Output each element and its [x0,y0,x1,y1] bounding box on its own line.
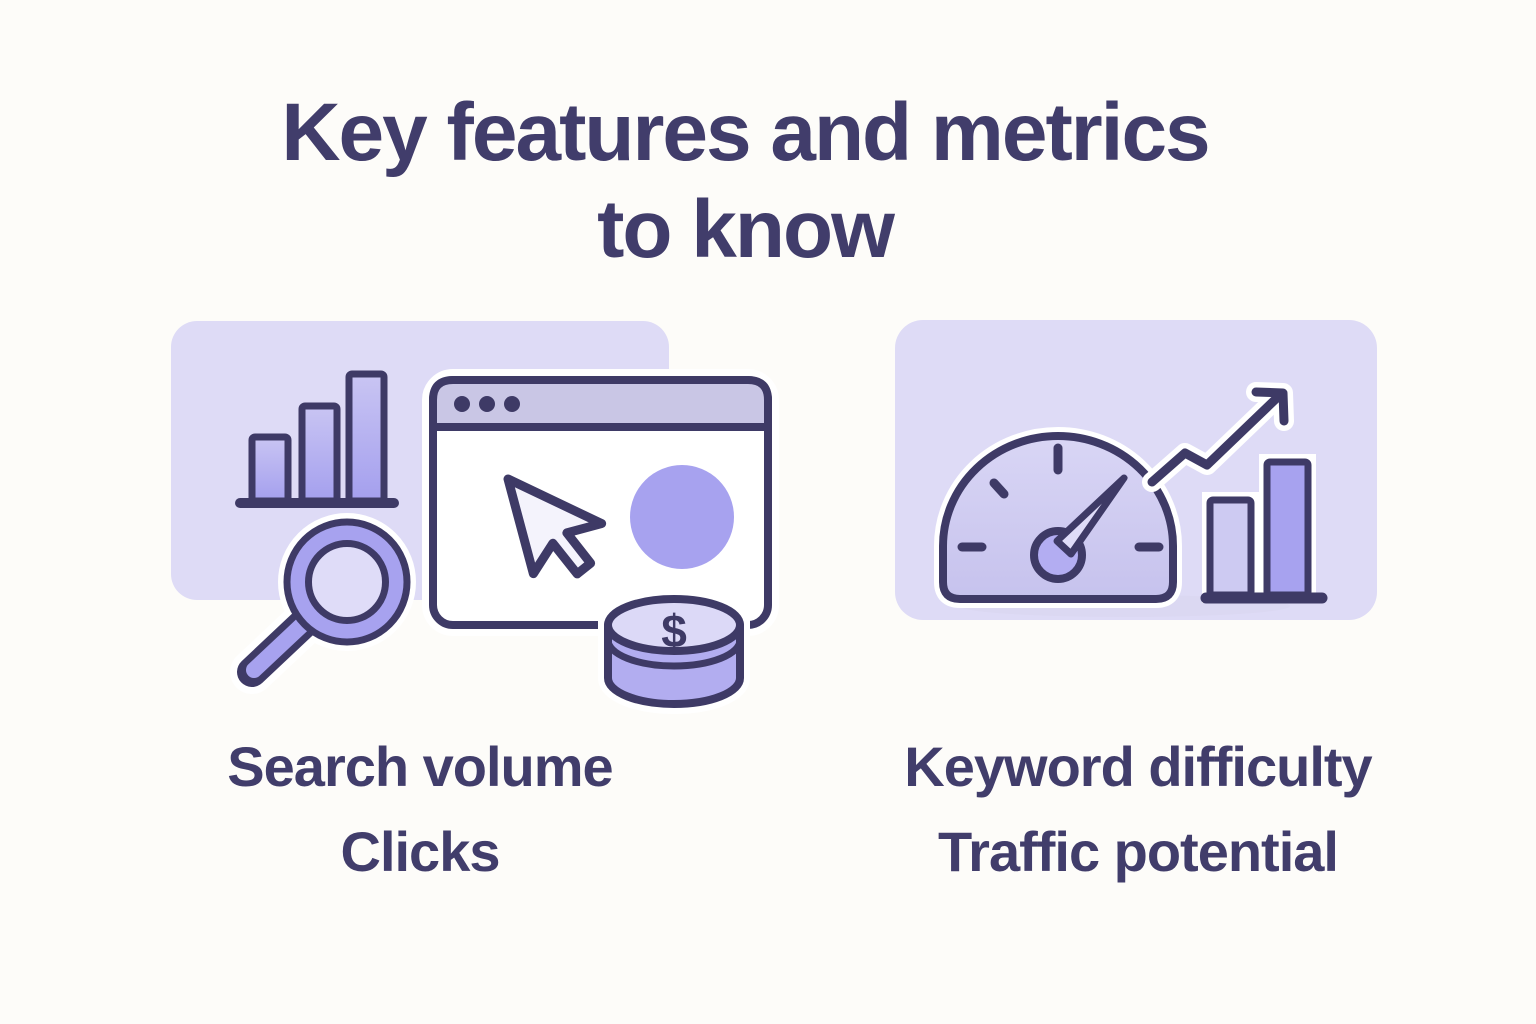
bar-chart-icon [1200,454,1328,604]
browser-titlebar [429,376,772,431]
caption-traffic-potential: Traffic potential [938,820,1339,883]
caption-search-volume: Search volume [227,735,613,798]
browser-dot [479,396,495,412]
right-captions: Keyword difficulty Traffic potential [880,724,1396,894]
highlight-circle [630,465,734,569]
title-line-1: Key features and metrics [281,87,1210,178]
title-line-2: to know [597,184,895,275]
bar-chart-icon [235,370,399,508]
caption-clicks: Clicks [340,820,501,883]
left-feature-card: $ [171,321,779,714]
magnifier-icon [230,513,416,694]
left-captions: Search volume Clicks [140,724,700,894]
browser-dot [454,396,470,412]
growth-arrow-icon [1142,382,1294,492]
caption-keyword-difficulty: Keyword difficulty [904,735,1372,798]
page-title: Key features and metrics to know [0,84,1490,278]
coin-dollar-symbol: $ [661,605,687,657]
speedometer-icon [934,427,1182,608]
dollar-coins-icon: $ [598,589,750,714]
gauge-needle [1053,474,1128,558]
cursor-icon [496,467,614,586]
right-feature-card [895,320,1377,620]
browser-dot [504,396,520,412]
